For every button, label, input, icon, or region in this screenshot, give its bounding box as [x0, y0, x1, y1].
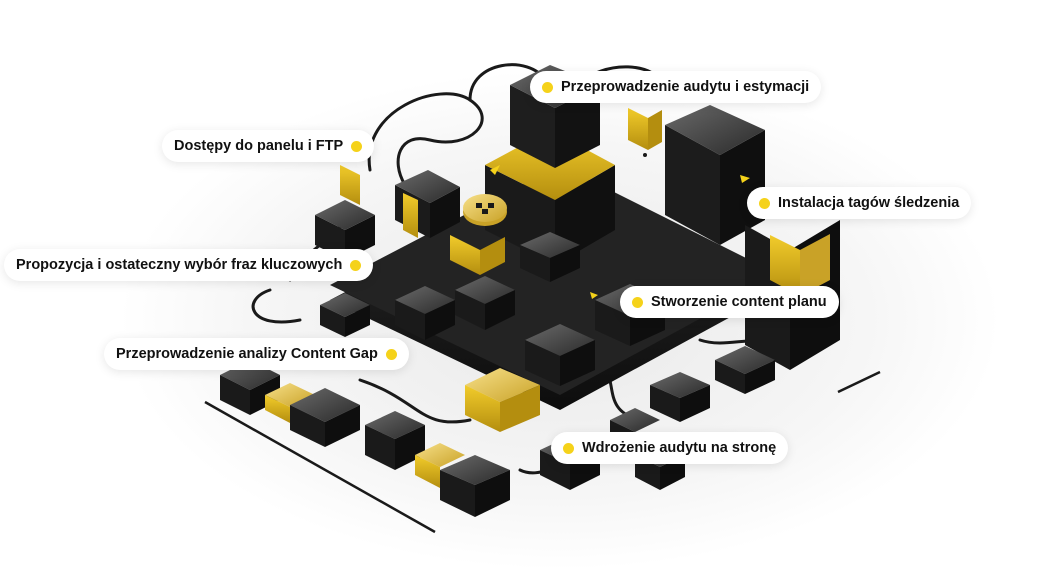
callout-panel-ftp-access: Dostępy do panelu i FTP [162, 130, 375, 162]
callout-content-plan: Stworzenie content planu [620, 286, 839, 318]
yellow-dot-icon [385, 348, 397, 360]
callout-label: Propozycja i ostateczny wybór fraz klucz… [16, 257, 343, 273]
callout-keyword-selection: Propozycja i ostateczny wybór fraz klucz… [4, 249, 374, 281]
callout-audit-estimation: Przeprowadzenie audytu i estymacji [530, 71, 822, 103]
callout-tracking-tags: Instalacja tagów śledzenia [747, 187, 972, 219]
connector-arrows [490, 153, 750, 299]
callout-label: Stworzenie content planu [651, 294, 827, 310]
yellow-dot-icon [563, 442, 574, 454]
yellow-dot-icon [759, 197, 770, 209]
platform [330, 165, 780, 410]
callout-label: Przeprowadzenie analizy Content Gap [116, 346, 378, 362]
callout-label: Dostępy do panelu i FTP [174, 138, 344, 154]
yellow-dot-icon [632, 296, 643, 308]
yellow-dot-icon [350, 259, 362, 271]
coin-icon [463, 194, 507, 226]
callout-content-gap: Przeprowadzenie analizy Content Gap [104, 338, 409, 370]
floor-lines [204, 370, 881, 534]
yellow-dot-icon [542, 81, 553, 93]
yellow-dot-icon [351, 140, 363, 152]
left-blocks [315, 165, 505, 275]
callout-audit-implementation: Wdrożenie audytu na stronę [551, 432, 789, 464]
callout-label: Instalacja tagów śledzenia [778, 195, 960, 211]
cube-grid [220, 232, 775, 517]
gold-panel-top [628, 108, 662, 150]
callout-label: Wdrożenie audytu na stronę [582, 440, 777, 456]
callout-label: Przeprowadzenie audytu i estymacji [561, 79, 810, 95]
